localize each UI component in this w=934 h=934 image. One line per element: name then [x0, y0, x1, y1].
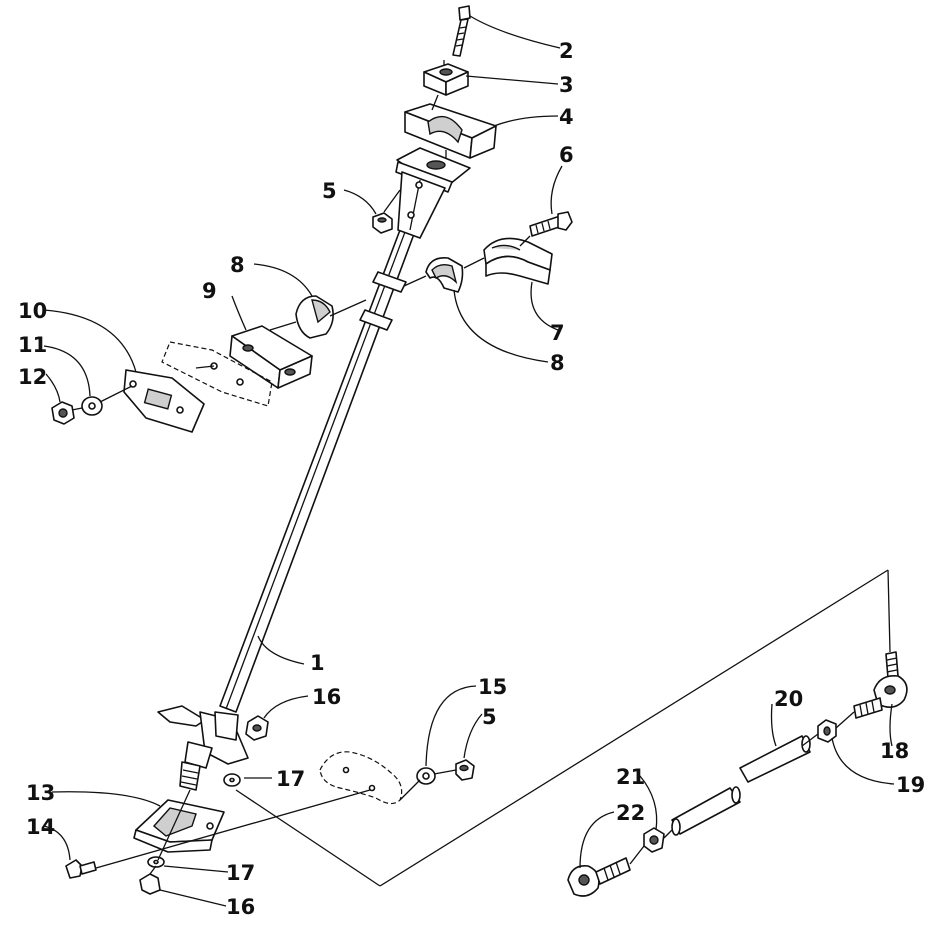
bolt-6	[529, 211, 573, 237]
callout-14: 14	[26, 815, 55, 839]
jam-nut-19	[817, 719, 837, 743]
upper-bracket	[395, 147, 471, 239]
bolt-2	[452, 5, 471, 57]
tie-rod-end-22	[567, 857, 631, 897]
jam-nut-21	[643, 827, 665, 853]
callout-8-right: 8	[550, 351, 565, 375]
bearing-cap-7	[483, 237, 553, 285]
callout-8-left: 8	[230, 253, 245, 277]
callout-3: 3	[559, 73, 574, 97]
tie-rod-20	[671, 735, 811, 836]
callout-2: 2	[559, 39, 574, 63]
callout-5-upper: 5	[322, 179, 337, 203]
lower-clamp-9	[229, 325, 313, 389]
washer-15	[416, 767, 436, 785]
bolt-14	[65, 859, 97, 879]
washer-17-upper	[223, 773, 241, 787]
leader-lines	[43, 15, 895, 907]
callout-1: 1	[310, 651, 325, 675]
callout-17-upper: 17	[276, 767, 305, 791]
nut-12	[51, 401, 75, 425]
callout-9: 9	[202, 279, 217, 303]
assembly-lines	[71, 60, 891, 887]
callout-17-lower: 17	[226, 861, 255, 885]
nut-5-upper	[372, 212, 393, 234]
callout-18: 18	[880, 739, 909, 763]
clamp-block-4	[404, 103, 497, 159]
callout-22: 22	[616, 801, 645, 825]
callout-4: 4	[559, 105, 574, 129]
callout-16-lower: 16	[226, 895, 255, 919]
washer-11	[81, 396, 103, 416]
callout-10: 10	[18, 299, 47, 323]
tie-rod-end-18	[853, 651, 908, 719]
plate-10	[123, 369, 205, 433]
nut-5-lower	[455, 759, 475, 781]
nut-16-upper	[245, 715, 269, 741]
callout-20: 20	[774, 687, 803, 711]
lower-bracket-assembly	[157, 705, 249, 791]
nut-16-lower	[139, 873, 161, 895]
callout-12: 12	[18, 365, 47, 389]
callout-16-upper: 16	[312, 685, 341, 709]
center-dashed-plate	[319, 751, 403, 805]
callout-6: 6	[559, 143, 574, 167]
callout-7: 7	[550, 321, 565, 345]
bushing-8-right	[425, 256, 464, 293]
callout-5-lower: 5	[482, 705, 497, 729]
callout-19: 19	[896, 773, 925, 797]
callout-21: 21	[616, 765, 645, 789]
callout-11: 11	[18, 333, 47, 357]
clamp-block-3	[423, 63, 469, 96]
bushing-8-left	[295, 295, 334, 339]
callout-labels: 2 3 4 5 6 8 9 7 8 10 11 12 1 16 15 5 17 …	[18, 39, 925, 919]
washer-17-lower	[147, 856, 165, 868]
callout-15: 15	[478, 675, 507, 699]
callout-13: 13	[26, 781, 55, 805]
